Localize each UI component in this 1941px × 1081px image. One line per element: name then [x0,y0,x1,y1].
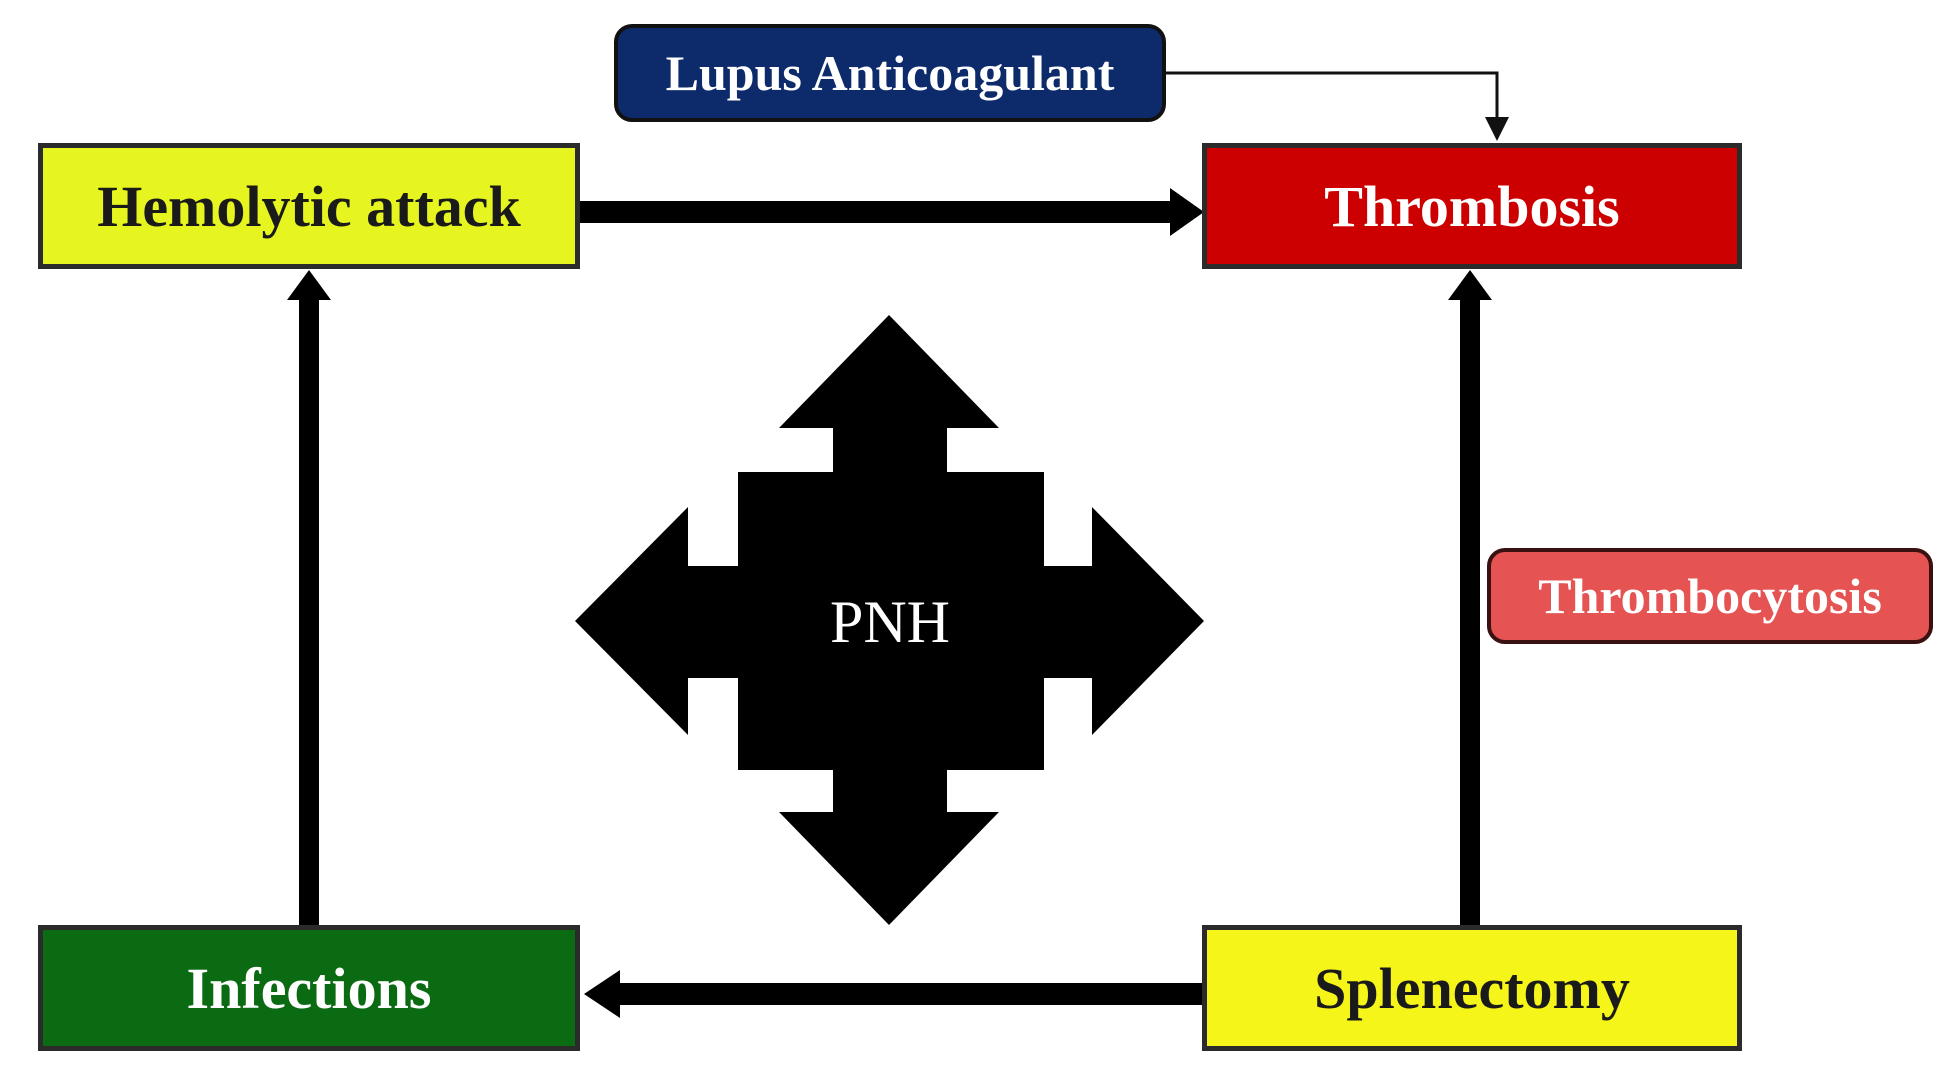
edge-hemolytic-to-thrombosis [580,188,1204,236]
lupus-anticoagulant-label: Lupus Anticoagulant [665,45,1115,101]
thrombosis-node: Thrombosis [1202,143,1742,269]
splenectomy-node: Splenectomy [1202,925,1742,1051]
pnh-label: PNH [829,589,951,655]
edge-infections-to-hemolytic [287,270,331,925]
edge-splenectomy-to-infections [584,970,1202,1018]
pnh-center-label: PNH [760,580,1020,665]
hemolytic-attack-label: Hemolytic attack [97,173,521,239]
hemolytic-attack-node: Hemolytic attack [38,143,580,269]
thrombocytosis-node: Thrombocytosis [1487,548,1933,644]
edge-splenectomy-to-thrombosis [1448,270,1492,925]
infections-label: Infections [186,955,432,1021]
pnh-four-way-arrow [575,315,1204,925]
thrombocytosis-label: Thrombocytosis [1538,568,1882,624]
lupus-anticoagulant-node: Lupus Anticoagulant [614,24,1166,122]
infections-node: Infections [38,925,580,1051]
edge-lupus-to-thrombosis [1165,71,1509,141]
thrombosis-label: Thrombosis [1324,173,1620,239]
splenectomy-label: Splenectomy [1314,955,1630,1021]
